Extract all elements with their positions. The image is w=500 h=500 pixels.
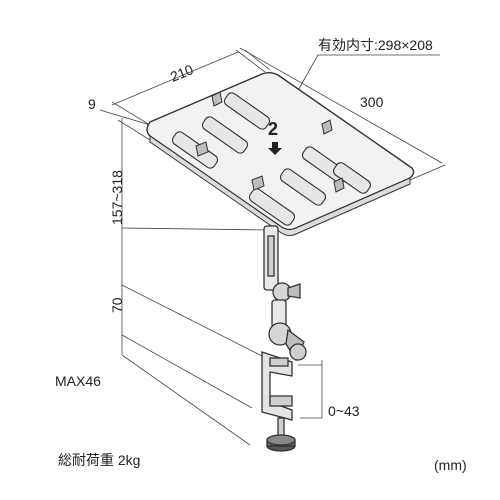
height-range-label: 157~318: [109, 170, 125, 225]
dimension-lines: [99, 47, 446, 446]
stand-arm: [263, 225, 307, 362]
down-arrow-icon: [268, 142, 282, 155]
thickness-label: 9: [88, 96, 96, 112]
tray-slots: [171, 92, 371, 226]
desk-clamp: [261, 351, 296, 452]
effective-size-label: 有効内寸:298×208: [318, 37, 433, 53]
arm-length-label: 70: [109, 297, 125, 313]
clamp-range-label: 0~43: [328, 403, 360, 419]
depth-label: 300: [360, 94, 384, 110]
clamp-max-label: MAX46: [55, 373, 101, 389]
tablet-tray: [146, 72, 415, 237]
load-capacity-label: 総耐荷重 2kg: [58, 452, 141, 468]
unit-label: (mm): [434, 457, 467, 473]
marker-number: 2: [268, 119, 279, 139]
tray-tabs: [195, 91, 345, 193]
